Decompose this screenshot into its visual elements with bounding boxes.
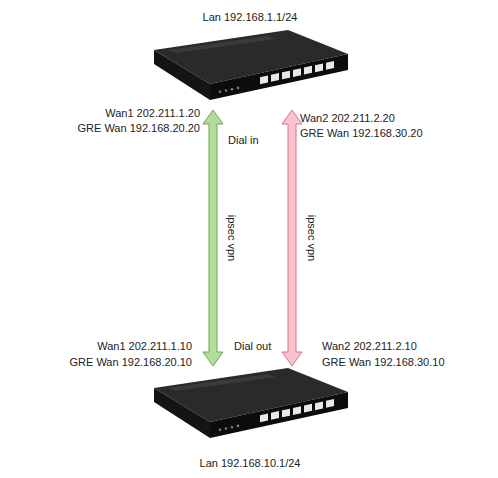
lan-port [260, 75, 268, 84]
lan-port [326, 61, 334, 70]
status-led [231, 426, 234, 429]
lan-port [293, 68, 301, 77]
status-led [237, 87, 240, 90]
status-led [225, 427, 228, 430]
lan-port [271, 73, 279, 82]
lan-port [282, 409, 290, 418]
edge-label: ipsec vpn [225, 215, 239, 261]
interface-label: Wan2 202.211.2.20 [300, 111, 490, 125]
router-body [168, 374, 276, 391]
interface-label: Wan1 202.211.1.10 [30, 339, 192, 353]
lan-port [326, 399, 334, 408]
lan-port [304, 404, 312, 413]
lan-address: Lan 192.168.1.1/24 [108, 10, 392, 24]
router-illustration [148, 28, 352, 110]
status-led [231, 88, 234, 91]
status-led [237, 425, 240, 428]
router-body [154, 388, 210, 438]
interface-label: GRE Wan 192.168.20.20 [40, 121, 200, 135]
status-led [219, 429, 222, 432]
router-illustration [148, 366, 352, 448]
lan-port [304, 66, 312, 75]
interface-label: Wan1 202.211.1.20 [40, 106, 200, 120]
status-led [219, 91, 222, 94]
interface-label: GRE Wan 192.168.20.10 [30, 355, 192, 369]
interface-label: Dial in [228, 133, 288, 147]
lan-port [271, 411, 279, 420]
lan-port [260, 413, 268, 422]
lan-address: Lan 192.168.10.1/24 [108, 456, 392, 470]
vpn-arrow [282, 110, 302, 366]
interface-label: Dial out [234, 339, 294, 353]
lan-port [282, 71, 290, 80]
lan-port [315, 401, 323, 410]
lan-port [293, 406, 301, 415]
router-body [210, 392, 348, 438]
router-node: Lan 192.168.10.1/24 [148, 366, 352, 448]
interface-label: GRE Wan 192.168.30.20 [300, 126, 490, 140]
status-led [225, 89, 228, 92]
router-node: Lan 192.168.1.1/24 [148, 28, 352, 110]
router-body [210, 54, 348, 100]
router-body [154, 50, 210, 100]
interface-label: GRE Wan 192.168.30.10 [322, 355, 492, 369]
edge-label: ipsec vpn [305, 215, 319, 261]
vpn-arrow [203, 110, 223, 366]
lan-port [315, 63, 323, 72]
router-body [168, 36, 276, 53]
interface-label: Wan2 202.211.2.10 [322, 339, 492, 353]
